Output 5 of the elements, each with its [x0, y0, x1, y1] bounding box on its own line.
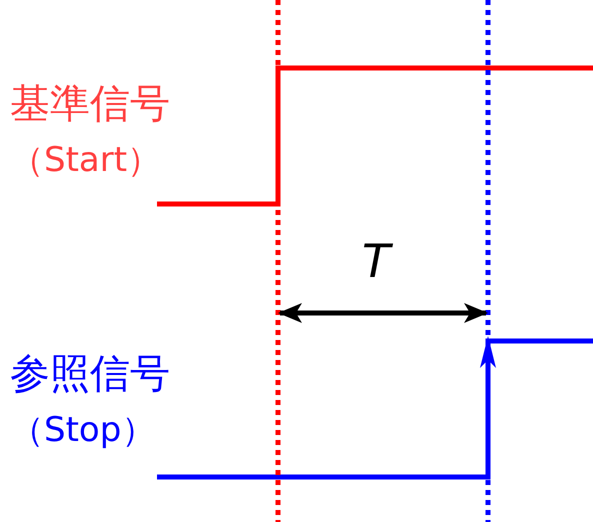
signal-label: （Start） — [10, 142, 162, 180]
time-label: T — [362, 236, 390, 287]
signal-label: 参照信号 — [10, 352, 170, 396]
signal-label: （Stop） — [10, 412, 156, 450]
signal-label: 基準信号 — [10, 82, 170, 126]
